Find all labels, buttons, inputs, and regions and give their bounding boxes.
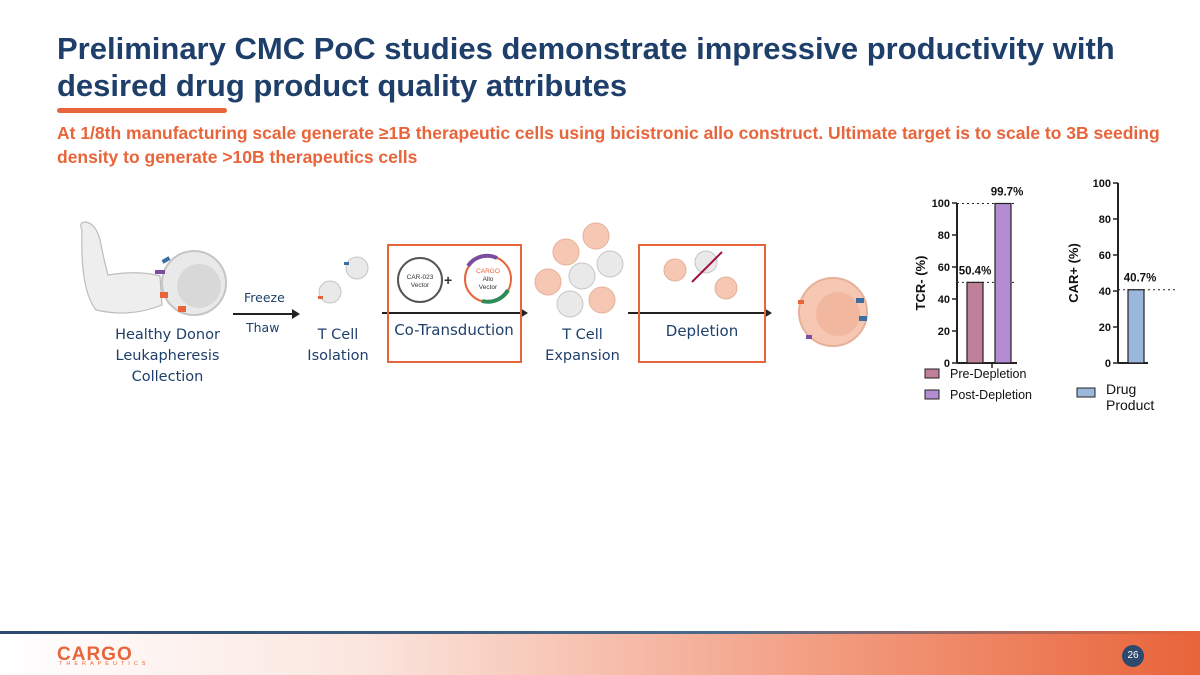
t-cell xyxy=(556,290,584,318)
receptor-marker xyxy=(859,316,867,321)
bar xyxy=(1127,289,1145,364)
receptor-marker xyxy=(161,256,171,264)
t-cell xyxy=(568,262,596,290)
cargo-logo: CARGO xyxy=(57,644,133,665)
receptor-marker xyxy=(856,298,864,303)
step-label-line: Healthy Donor xyxy=(115,327,220,343)
data-label: 40.7% xyxy=(1124,273,1157,285)
step-label-line: Isolation xyxy=(307,348,369,364)
footer-bar xyxy=(0,634,1200,675)
legend-swatch xyxy=(1076,387,1096,398)
t-cell xyxy=(588,286,616,314)
donor-cell-nucleus xyxy=(177,264,221,308)
y-tick-label: 0 xyxy=(1105,358,1111,370)
receptor-marker xyxy=(178,306,186,312)
step-t-cell-isolation-label: T Cell Isolation xyxy=(298,325,378,367)
t-cell xyxy=(596,250,624,278)
title-underline xyxy=(57,108,227,113)
t-cell xyxy=(663,258,687,282)
thaw-label: Thaw xyxy=(246,320,280,335)
vector-segment xyxy=(481,288,510,304)
page-number: 26 xyxy=(1122,645,1144,667)
process-illustration xyxy=(80,221,868,347)
legend-label: Drug xyxy=(1106,381,1136,397)
t-cell xyxy=(552,238,580,266)
t-cell xyxy=(318,280,342,304)
final-cell-nucleus xyxy=(816,292,860,336)
y-tick-label: 60 xyxy=(938,262,950,274)
process-flow: Healthy Donor Leukapheresis Collection F… xyxy=(0,0,900,420)
step-healthy-donor-label: Healthy Donor Leukapheresis Collection xyxy=(80,325,255,388)
receptor-marker xyxy=(160,292,168,298)
legend-label: Post-Depletion xyxy=(950,388,1032,402)
y-tick-label: 100 xyxy=(932,198,950,210)
data-label: 99.7% xyxy=(991,186,1024,198)
plus-sign: + xyxy=(444,272,453,288)
flow-arrowhead xyxy=(292,309,300,319)
y-tick-label: 60 xyxy=(1099,250,1111,262)
slide-title: Preliminary CMC PoC studies demonstrate … xyxy=(57,31,1115,103)
bar xyxy=(994,202,1012,364)
receptor-marker xyxy=(318,296,323,299)
receptor-marker xyxy=(806,335,812,339)
legend-swatch xyxy=(924,368,940,379)
t-cell xyxy=(714,276,738,300)
freeze-label: Freeze xyxy=(244,290,285,305)
depletion-box xyxy=(638,244,766,363)
flow-arrowhead xyxy=(764,308,772,318)
y-tick-label: 20 xyxy=(1099,322,1111,334)
car-023-vector-label: CAR-023 Vector xyxy=(402,274,438,290)
y-axis-label: TCR- (%) xyxy=(913,256,928,311)
step-label-line: Leukapheresis Collection xyxy=(115,348,220,385)
y-tick-label: 0 xyxy=(944,358,950,370)
flow-arrowhead xyxy=(520,308,528,318)
vector-segment xyxy=(466,253,498,268)
vector-label-line: CAR-023 xyxy=(406,274,434,281)
footer-rule xyxy=(0,631,1200,634)
step-depletion-label: Depletion xyxy=(665,322,739,340)
t-cell xyxy=(694,250,718,274)
y-tick-label: 40 xyxy=(938,294,950,306)
vector-label-line: Allo xyxy=(482,276,494,283)
step-label-line: Expansion xyxy=(545,348,620,364)
depletion-strike-icon xyxy=(691,251,723,283)
vector-label-line: CARGO xyxy=(476,268,500,275)
t-cell xyxy=(345,256,369,280)
co-transduction-box xyxy=(387,244,522,363)
y-tick-label: 80 xyxy=(1099,214,1111,226)
y-axis-label: CAR+ (%) xyxy=(1066,243,1081,303)
cargo-allo-vector-label: CARGO Allo Vector xyxy=(470,268,506,292)
legend-swatch xyxy=(924,389,940,400)
vector-label-line: Vector xyxy=(410,282,430,289)
data-label: 50.4% xyxy=(959,265,992,277)
bar xyxy=(966,281,984,364)
step-label-line: T Cell xyxy=(562,327,603,343)
legend-label: Product xyxy=(1106,397,1154,413)
car-023-vector-icon xyxy=(397,257,443,303)
y-tick-label: 20 xyxy=(938,326,950,338)
cargo-logo-subtitle: THERAPEUTICS xyxy=(59,661,150,667)
slide-subtitle: At 1/8th manufacturing scale generate ≥1… xyxy=(57,123,1160,167)
vector-label-line: Vector xyxy=(478,284,498,291)
y-tick-label: 40 xyxy=(1099,286,1111,298)
y-tick-label: 80 xyxy=(938,230,950,242)
step-t-cell-expansion-label: T Cell Expansion xyxy=(540,325,625,367)
y-tick-label: 100 xyxy=(1093,178,1111,190)
legend-label: Pre-Depletion xyxy=(950,367,1026,381)
t-cell xyxy=(534,268,562,296)
receptor-marker xyxy=(155,270,165,274)
receptor-marker xyxy=(344,262,349,265)
receptor-marker xyxy=(798,300,804,304)
step-co-transduction-label: Co-Transduction xyxy=(394,321,514,339)
arm-illustration xyxy=(80,221,163,314)
step-label-line: T Cell xyxy=(317,327,359,343)
t-cell xyxy=(582,222,610,250)
